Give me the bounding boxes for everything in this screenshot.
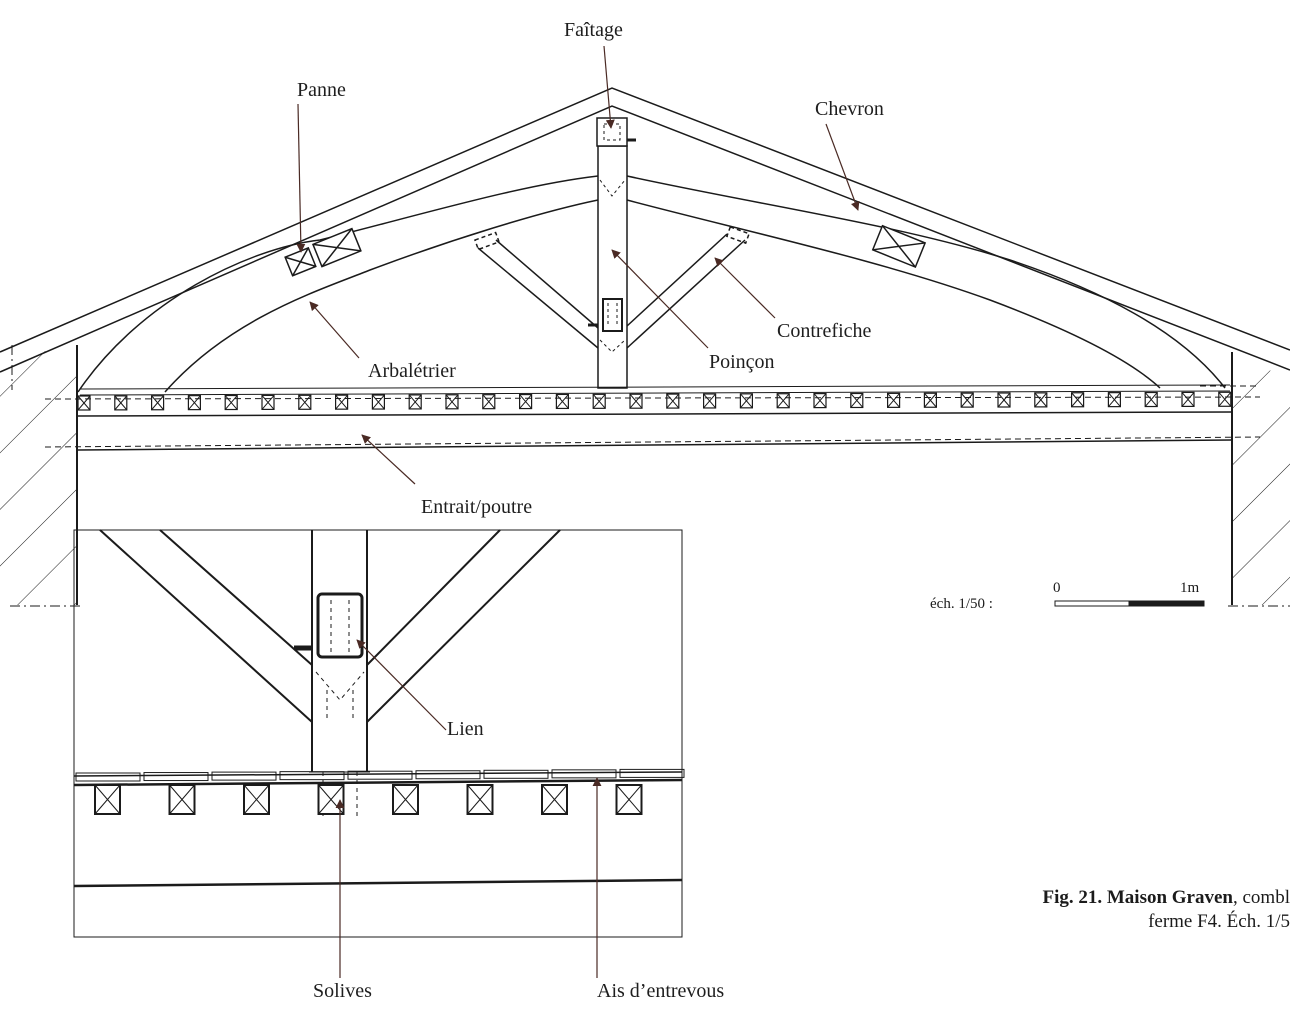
ais-board	[279, 771, 345, 781]
solive	[187, 395, 201, 411]
solive	[1107, 392, 1122, 408]
entrait-poutre	[44, 385, 1261, 451]
ais-board	[75, 772, 141, 782]
solive	[518, 393, 533, 410]
poincon	[588, 145, 628, 389]
label-arbaletrier: Arbalétrier	[368, 360, 456, 382]
label-panne: Panne	[297, 79, 346, 101]
solive	[224, 394, 238, 411]
solive	[77, 395, 91, 411]
scale-label: éch. 1/50 :	[930, 596, 993, 612]
arrow-lien	[356, 639, 447, 731]
arrow-entrait	[361, 434, 416, 485]
ais-entrevous-detail	[75, 768, 685, 782]
contrefiches	[473, 225, 751, 349]
solive	[151, 395, 165, 411]
solive	[168, 784, 196, 815]
solive	[960, 392, 974, 408]
label-poincon: Poinçon	[709, 351, 775, 373]
solive	[94, 784, 121, 815]
solive	[298, 394, 312, 410]
solive	[1034, 392, 1048, 408]
arrow-faitage	[603, 45, 615, 129]
left-wall	[0, 345, 80, 607]
solive	[813, 393, 827, 409]
solive	[1070, 392, 1085, 408]
caption-line-2: ferme F4. Éch. 1/5	[1148, 911, 1290, 932]
solive	[466, 784, 494, 815]
solives-row	[77, 391, 1232, 411]
ais-board	[143, 772, 209, 782]
solive	[371, 394, 385, 410]
solive	[850, 392, 864, 409]
solive	[408, 394, 422, 410]
solive	[615, 784, 643, 815]
solive	[739, 393, 754, 409]
arrow-panne	[296, 103, 306, 253]
pannes	[284, 224, 927, 277]
solive	[997, 392, 1011, 408]
arrow-contrefiche	[714, 257, 776, 319]
ais-board	[619, 768, 685, 778]
scale-end: 1m	[1180, 580, 1200, 596]
detail-inset	[73, 529, 683, 938]
solive	[592, 393, 606, 409]
solive	[114, 395, 128, 411]
ais-board	[415, 770, 481, 780]
solive	[243, 784, 270, 815]
solive	[445, 394, 459, 410]
solives-detail	[94, 784, 643, 815]
ais-board	[551, 769, 617, 779]
arrow-arbaletrier	[309, 301, 360, 359]
solive	[335, 394, 349, 410]
ais-board	[211, 771, 277, 781]
caption-line-1: Fig. 21. Maison Graven, combl	[930, 886, 1290, 910]
solive	[392, 784, 419, 815]
label-solives: Solives	[313, 980, 372, 1002]
leader-arrows	[296, 45, 860, 978]
caption-rest: , combl	[1233, 887, 1290, 908]
solive	[886, 392, 901, 408]
solive	[555, 393, 570, 410]
label-contrefiche: Contrefiche	[777, 320, 872, 342]
scale-bar	[1054, 600, 1205, 607]
solive	[923, 392, 938, 408]
ais-board	[347, 770, 413, 780]
label-ais: Ais d’entrevous	[597, 980, 725, 1002]
right-wall	[1228, 352, 1290, 607]
roof-slope	[0, 87, 1290, 373]
solive	[482, 394, 496, 410]
arbaletriers	[77, 175, 1226, 393]
caption-title: Fig. 21. Maison Graven	[1042, 887, 1233, 908]
faitage-block	[596, 117, 636, 147]
ais-entrevous	[79, 384, 1231, 396]
solive	[1181, 391, 1195, 407]
solive	[261, 394, 275, 410]
solive	[1144, 391, 1158, 408]
solive	[666, 393, 680, 409]
arrow-chevron	[825, 123, 860, 211]
solive	[1218, 391, 1232, 407]
solive	[776, 393, 790, 409]
label-faitage: Faîtage	[564, 19, 623, 41]
label-entrait: Entrait/poutre	[421, 496, 533, 518]
solive	[629, 393, 643, 409]
ais-board	[483, 769, 549, 779]
scale-start: 0	[1053, 580, 1061, 596]
solive	[702, 393, 717, 409]
figure-caption: Fig. 21. Maison Graven, combl ferme F4. …	[930, 886, 1290, 934]
label-lien: Lien	[447, 718, 484, 740]
arrow-poincon	[611, 249, 709, 349]
label-chevron: Chevron	[815, 98, 884, 120]
solive	[541, 784, 568, 815]
